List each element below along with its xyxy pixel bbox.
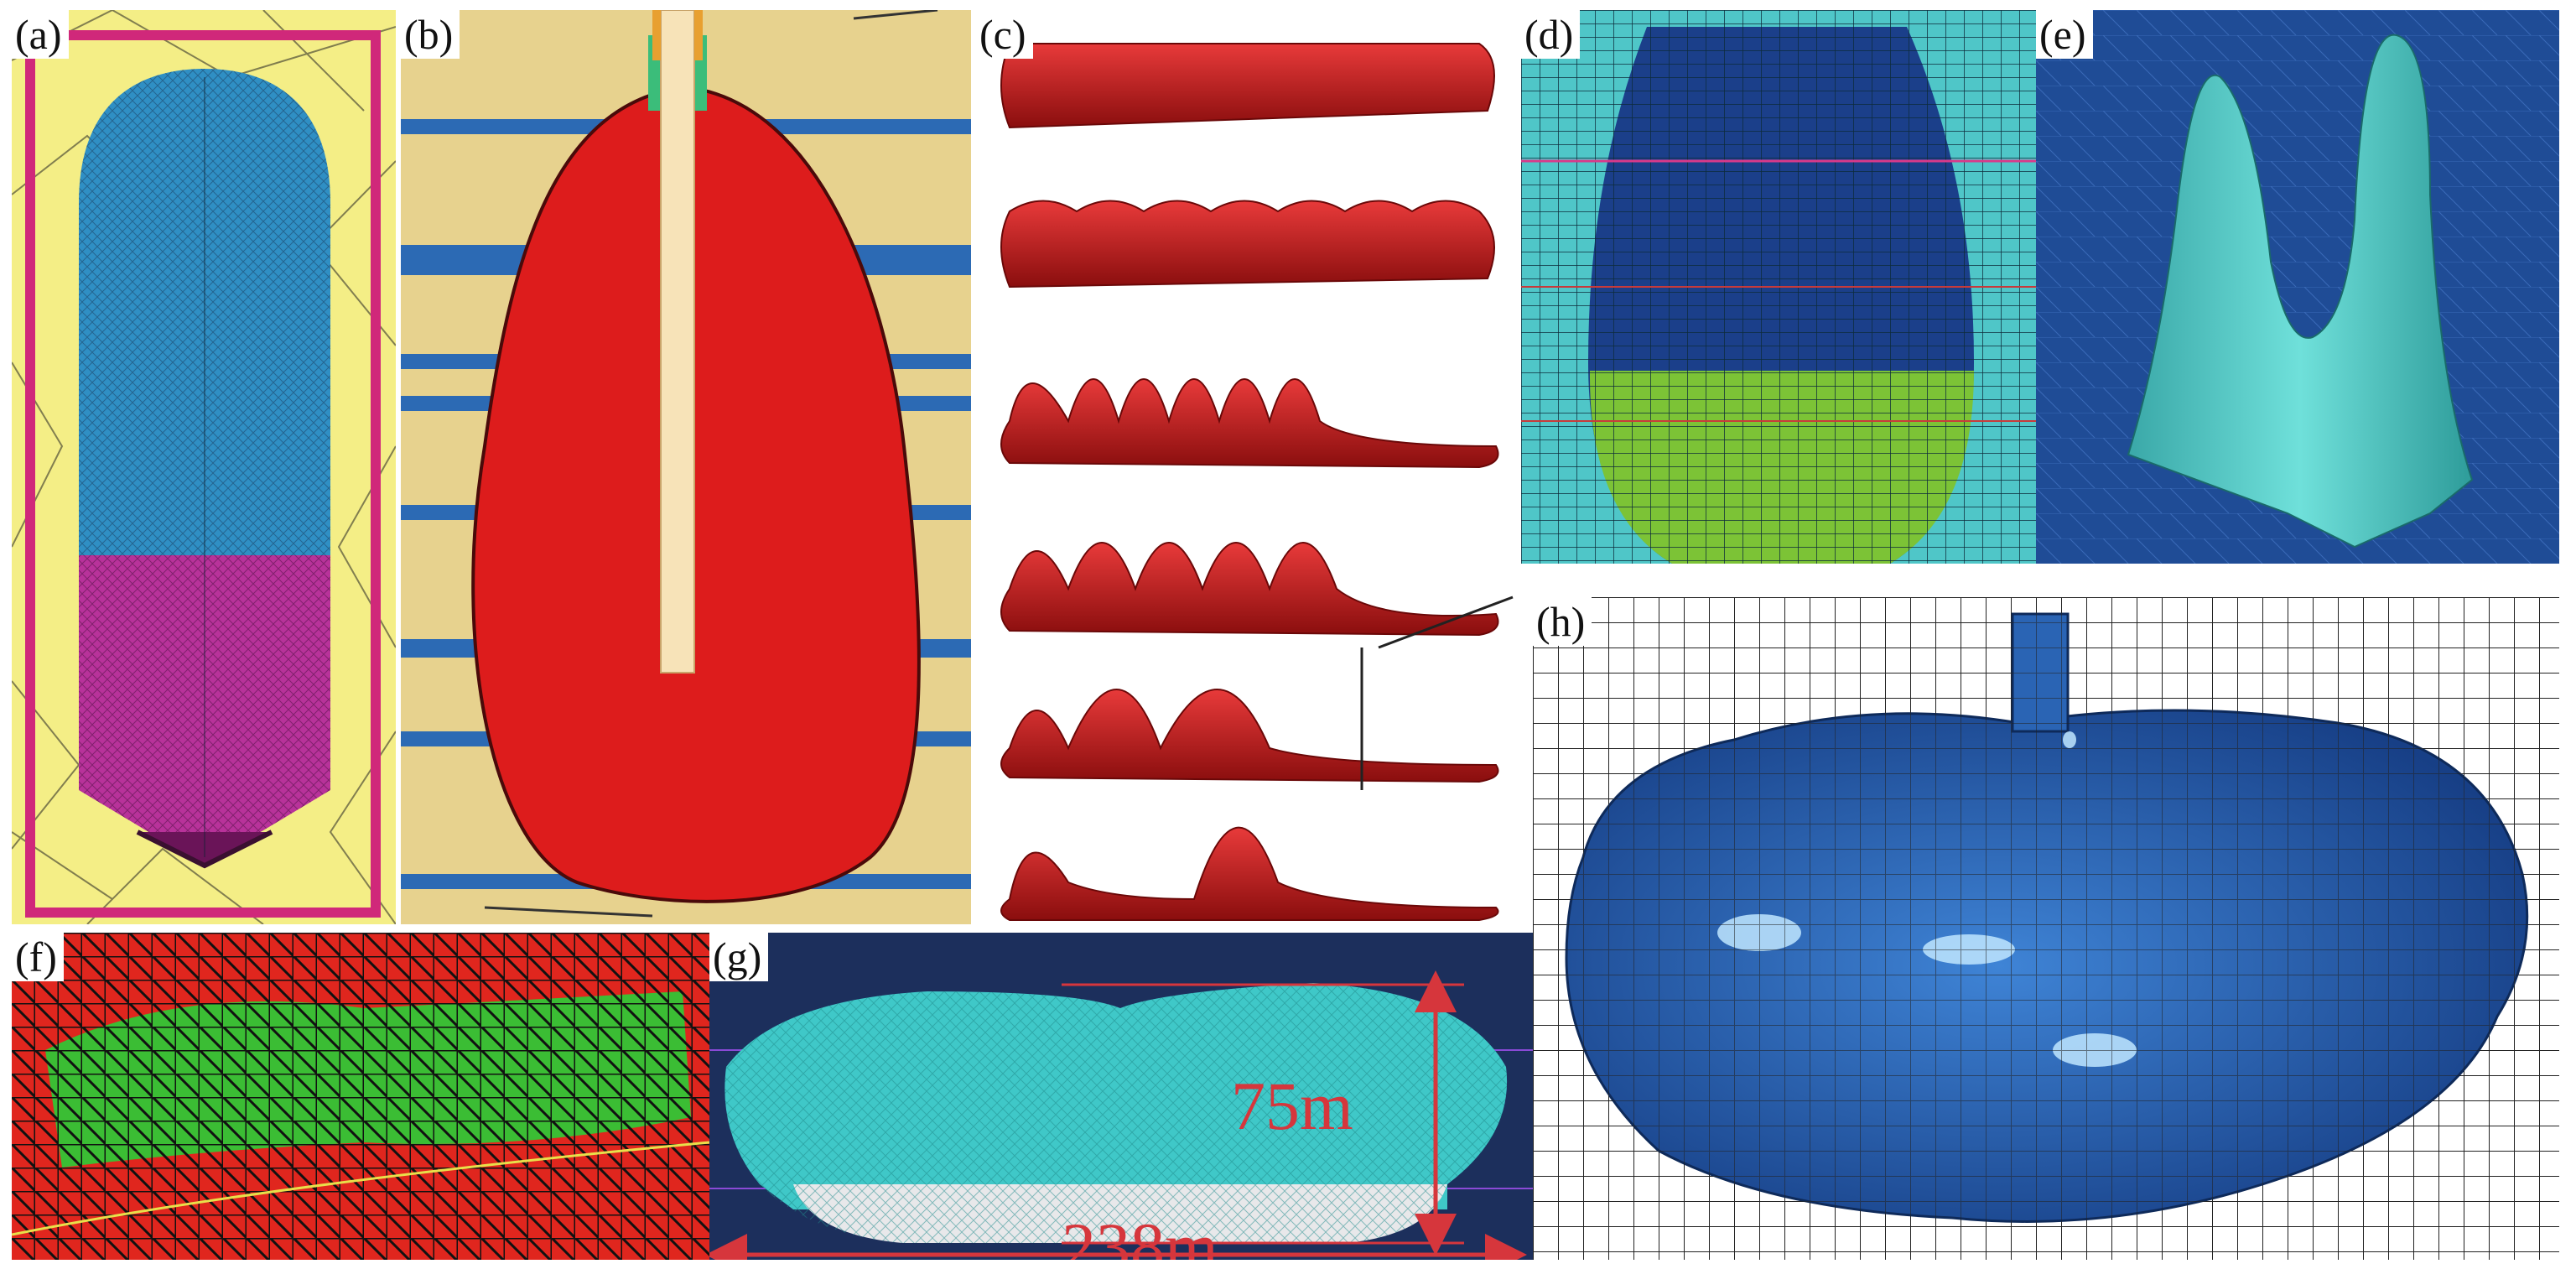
dimensioned-body-figure (709, 933, 1533, 1260)
layered-mesh-figure (12, 933, 709, 1260)
wave-evolution-figure (976, 10, 1521, 924)
panel-d: (d) (1521, 10, 2036, 564)
panel-f: (f) (12, 933, 709, 1260)
panel-a-label: (a) (12, 10, 69, 59)
panel-b: (b) (401, 10, 971, 924)
two-peak-surface-figure (2036, 10, 2559, 564)
width-dimension-label: 238m (1062, 1209, 1218, 1261)
panel-h-label: (h) (1533, 597, 1592, 646)
panel-c: (c) (976, 10, 1521, 924)
panel-f-label: (f) (12, 933, 64, 981)
structured-grid-figure (1521, 10, 2036, 564)
height-dimension-label: 75m (1231, 1068, 1353, 1144)
drop-shape-figure (401, 10, 971, 924)
panel-g: 75m 238m (g) (709, 933, 1533, 1260)
panel-b-label: (b) (401, 10, 460, 59)
panel-c-label: (c) (976, 10, 1033, 59)
capsule-mesh-figure (12, 10, 396, 924)
panel-g-label: (g) (709, 933, 769, 981)
panel-e-label: (e) (2036, 10, 2093, 59)
panel-h: (h) (1533, 597, 2559, 1260)
panel-a: (a) (12, 10, 396, 924)
panel-d-label: (d) (1521, 10, 1581, 59)
panel-e: (e) (2036, 10, 2559, 564)
reservoir-body-figure (1533, 597, 2559, 1260)
